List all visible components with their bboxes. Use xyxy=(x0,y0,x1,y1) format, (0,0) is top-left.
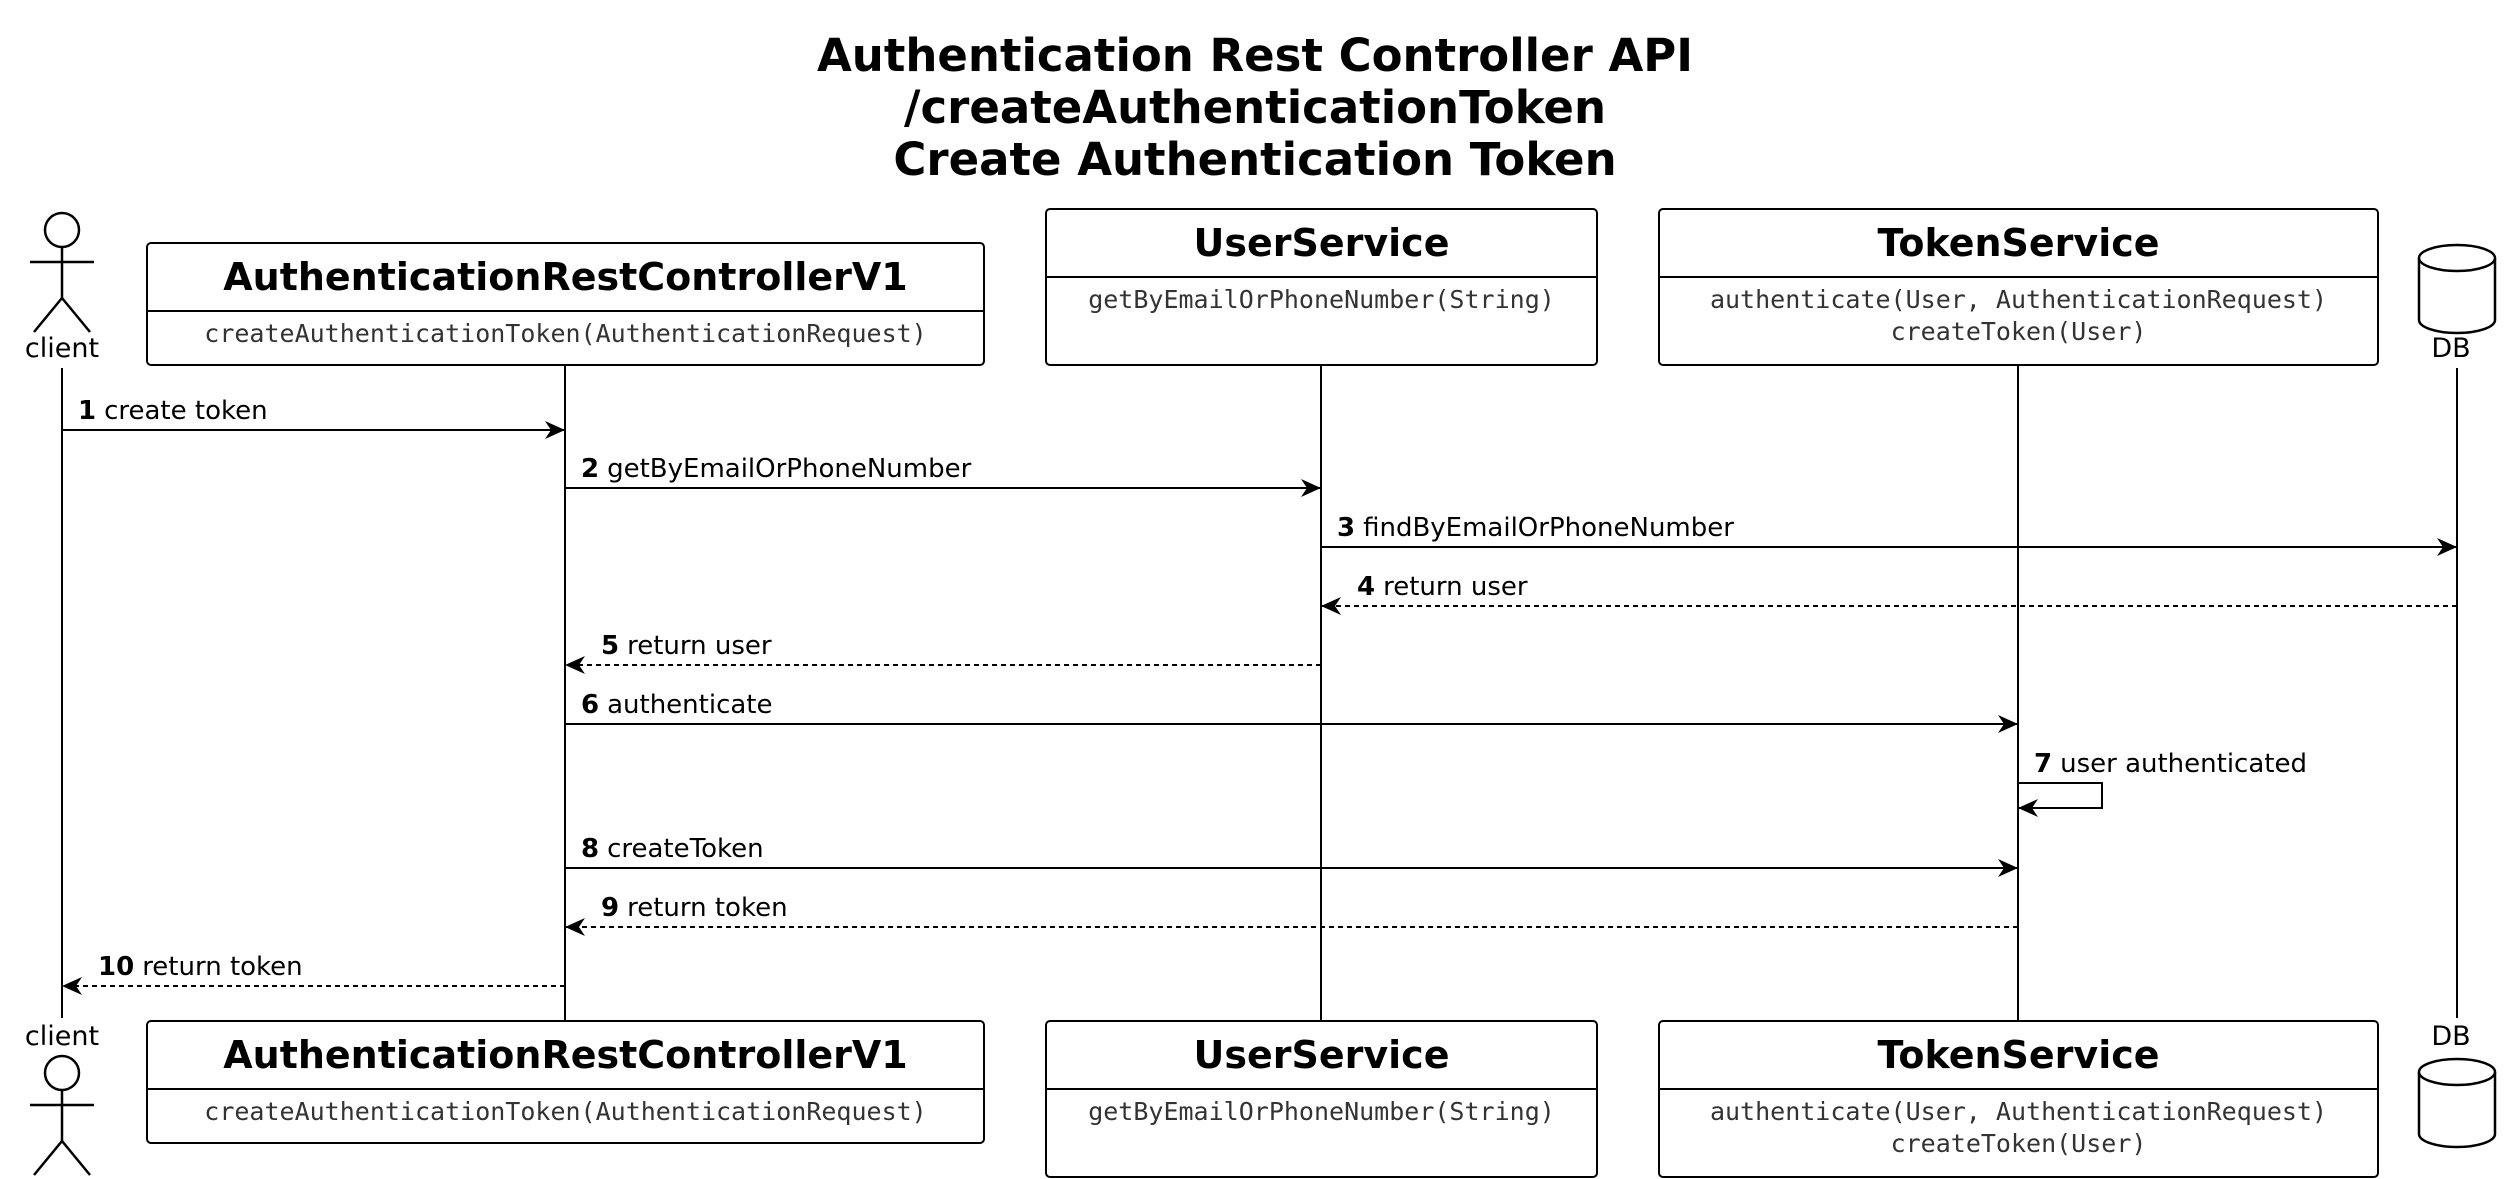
db-name-bottom: DB xyxy=(2431,1021,2471,1052)
participant-methods: authenticate(User, AuthenticationRequest… xyxy=(1660,284,2377,348)
participant-name: UserService xyxy=(1047,1022,1596,1090)
message-number: 8 xyxy=(581,834,600,864)
participant-name: UserService xyxy=(1047,210,1596,278)
message-text: create token xyxy=(104,396,268,426)
message-text: return user xyxy=(627,631,772,661)
message-number: 9 xyxy=(601,893,620,923)
db-database-icon-bottom xyxy=(2417,1057,2497,1149)
message-7-arrow xyxy=(2018,782,2103,817)
participant-name: AuthenticationRestControllerV1 xyxy=(148,244,983,312)
method: createAuthenticationToken(Authentication… xyxy=(204,1097,927,1126)
diagram-title-line-1: Authentication Rest Controller API xyxy=(816,29,1693,82)
client-actor-icon-bottom xyxy=(30,1054,94,1176)
participant-name: TokenService xyxy=(1660,1022,2377,1090)
participant-controller-bottom: AuthenticationRestControllerV1 createAut… xyxy=(146,1020,985,1144)
db-name-top: DB xyxy=(2431,333,2471,364)
message-text: findByEmailOrPhoneNumber xyxy=(1363,513,1734,543)
participant-name: AuthenticationRestControllerV1 xyxy=(148,1022,983,1090)
message-text: return user xyxy=(1383,572,1528,602)
message-number: 3 xyxy=(1337,513,1356,543)
client-name-bottom: client xyxy=(24,1021,100,1052)
message-text: return token xyxy=(142,952,303,982)
db-database-icon-top xyxy=(2417,243,2497,335)
message-text: return token xyxy=(627,893,788,923)
diagram-title-line-2: /createAuthenticationToken xyxy=(904,81,1606,134)
message-text: authenticate xyxy=(607,690,773,720)
method: createToken(User) xyxy=(1890,1129,2147,1158)
message-number: 1 xyxy=(78,396,97,426)
message-number: 6 xyxy=(581,690,600,720)
participant-methods: getByEmailOrPhoneNumber(String) xyxy=(1047,1096,1596,1128)
participant-methods: createAuthenticationToken(Authentication… xyxy=(148,1096,983,1128)
method: getByEmailOrPhoneNumber(String) xyxy=(1088,1097,1555,1126)
message-number: 5 xyxy=(601,631,620,661)
participant-name: TokenService xyxy=(1660,210,2377,278)
participant-methods: getByEmailOrPhoneNumber(String) xyxy=(1047,284,1596,316)
participant-user-service-top: UserService getByEmailOrPhoneNumber(Stri… xyxy=(1045,208,1598,366)
participant-token-service-top: TokenService authenticate(User, Authenti… xyxy=(1658,208,2379,366)
method: authenticate(User, AuthenticationRequest… xyxy=(1709,1097,2328,1126)
diagram-title-line-3: Create Authentication Token xyxy=(893,133,1617,186)
method: createToken(User) xyxy=(1890,317,2147,346)
message-text: getByEmailOrPhoneNumber xyxy=(607,454,972,484)
participant-token-service-bottom: TokenService authenticate(User, Authenti… xyxy=(1658,1020,2379,1178)
message-number: 4 xyxy=(1357,572,1376,602)
client-actor-icon-top xyxy=(30,211,94,333)
participant-methods: authenticate(User, AuthenticationRequest… xyxy=(1660,1096,2377,1160)
message-text: createToken xyxy=(607,834,764,864)
participant-user-service-bottom: UserService getByEmailOrPhoneNumber(Stri… xyxy=(1045,1020,1598,1178)
method: authenticate(User, AuthenticationRequest… xyxy=(1709,285,2328,314)
message-number: 10 xyxy=(98,952,135,982)
method: createAuthenticationToken(Authentication… xyxy=(204,319,927,348)
message-text: user authenticated xyxy=(2060,749,2307,779)
participant-controller-top: AuthenticationRestControllerV1 createAut… xyxy=(146,242,985,366)
participant-methods: createAuthenticationToken(Authentication… xyxy=(148,318,983,350)
method: getByEmailOrPhoneNumber(String) xyxy=(1088,285,1555,314)
message-number: 7 xyxy=(2034,749,2053,779)
client-name-top: client xyxy=(24,333,100,364)
message-number: 2 xyxy=(581,454,600,484)
